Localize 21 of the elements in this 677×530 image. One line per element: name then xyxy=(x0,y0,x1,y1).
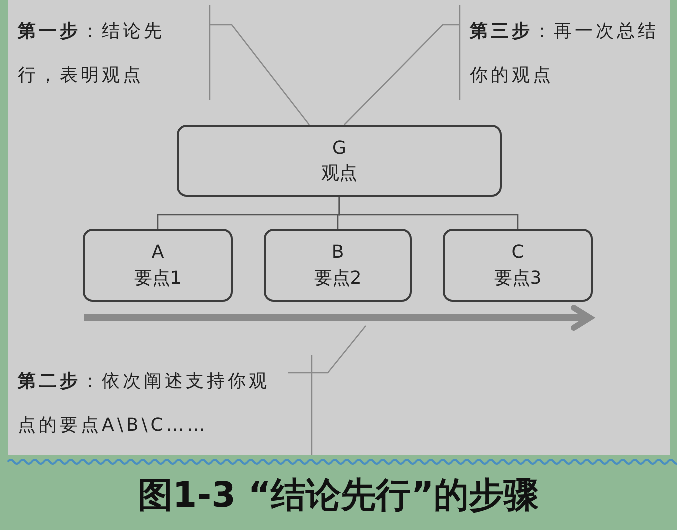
step-text: 第二步：依次阐述支持你观点的要点A\B\C…… xyxy=(18,370,271,438)
timeline-arrow xyxy=(84,305,596,331)
box-label: 要点2 xyxy=(314,266,362,290)
leader-line xyxy=(344,24,460,126)
box-letter: B xyxy=(332,241,344,266)
box-label: 要点1 xyxy=(134,266,182,290)
box-label: 要点3 xyxy=(494,266,542,290)
point-box xyxy=(443,229,593,302)
step-text: 第三步：再一次总结你的观点 xyxy=(470,20,660,88)
point-box xyxy=(177,125,502,197)
leader-line xyxy=(210,24,310,126)
figure-caption: 图1-3 “结论先行”的步骤 xyxy=(138,475,540,518)
step-text: 第一步：结论先行，表明观点 xyxy=(18,20,166,88)
connector-line xyxy=(338,197,519,229)
leader-line xyxy=(288,326,366,374)
point-box xyxy=(83,229,233,302)
box-letter: A xyxy=(152,241,164,266)
box-label: 观点 xyxy=(322,162,358,186)
box-letter: C xyxy=(512,241,524,266)
box-letter: G xyxy=(332,136,346,161)
point-box xyxy=(264,229,412,302)
